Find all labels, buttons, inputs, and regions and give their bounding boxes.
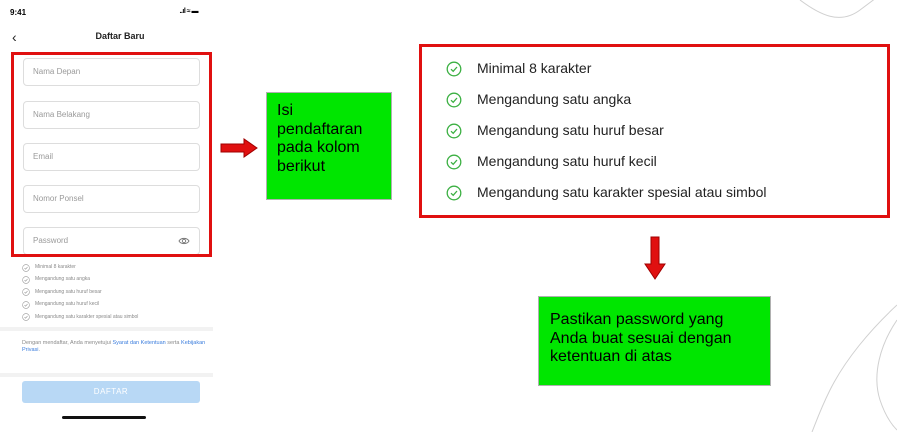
divider [0, 373, 213, 377]
rule-label: Mengandung satu karakter spesial atau si… [35, 313, 139, 320]
rule-label: Mengandung satu huruf kecil [35, 301, 100, 308]
rule-item: Mengandung satu angka [22, 273, 212, 285]
password-rules-list: Minimal 8 karakter Mengandung satu angka… [22, 261, 212, 323]
rule-label: Mengandung satu angka [477, 91, 632, 107]
arrow-down-icon [644, 236, 666, 280]
email-field[interactable]: Email [23, 143, 200, 171]
rule-item: Minimal 8 karakter [22, 261, 212, 273]
check-circle-icon [446, 123, 462, 138]
status-bar: 9:41 ..ıl ≈ ▬ [10, 8, 210, 20]
check-circle-icon [446, 185, 462, 200]
rule-item: Mengandung satu huruf kecil [22, 298, 212, 310]
rule-item-zoomed: Mengandung satu huruf besar [446, 115, 876, 146]
home-indicator [62, 416, 146, 419]
terms-suffix: . [38, 347, 41, 353]
check-circle-icon [446, 61, 462, 76]
back-chevron-icon[interactable]: ‹ [12, 29, 17, 45]
password-rules-zoomed: Minimal 8 karakter Mengandung satu angka… [446, 53, 876, 208]
form-instruction-note: Isi pendaftaran pada kolom berikut [266, 92, 392, 200]
form-highlight-box [11, 52, 212, 257]
status-time: 9:41 [10, 8, 27, 17]
rule-item-zoomed: Mengandung satu huruf kecil [446, 146, 876, 177]
check-circle-icon [22, 263, 30, 272]
eye-icon[interactable] [178, 235, 190, 247]
terms-link[interactable]: Syarat dan Ketentuan [112, 340, 166, 346]
password-field[interactable]: Password [23, 227, 200, 255]
rule-item: Mengandung satu karakter spesial atau si… [22, 311, 212, 323]
rule-item-zoomed: Mengandung satu angka [446, 84, 876, 115]
register-button[interactable]: DAFTAR [22, 381, 200, 403]
check-circle-icon [22, 288, 30, 296]
rule-label: Mengandung satu huruf besar [35, 288, 102, 295]
phone-screen: 9:41 ..ıl ≈ ▬ ‹ Daftar Baru Nama Depan N… [0, 0, 213, 432]
first-name-placeholder: Nama Depan [33, 67, 81, 76]
rule-label: Mengandung satu huruf kecil [477, 153, 657, 169]
check-circle-icon [22, 313, 30, 321]
first-name-field[interactable]: Nama Depan [23, 58, 200, 86]
check-circle-icon [446, 92, 462, 107]
check-circle-icon [22, 276, 30, 284]
check-circle-icon [22, 300, 30, 309]
rule-label: Mengandung satu huruf besar [477, 122, 664, 138]
last-name-field[interactable]: Nama Belakang [23, 101, 200, 129]
phone-number-field[interactable]: Nomor Ponsel [23, 185, 200, 213]
app-header: ‹ Daftar Baru [0, 28, 213, 48]
rule-label: Minimal 8 karakter [35, 264, 76, 270]
rule-item: Mengandung satu huruf besar [22, 286, 212, 298]
rule-item-zoomed: Minimal 8 karakter [446, 53, 876, 84]
password-placeholder: Password [33, 236, 69, 245]
terms-text: Dengan mendaftar, Anda menyetujui Syarat… [22, 340, 207, 354]
check-circle-icon [446, 154, 462, 169]
last-name-placeholder: Nama Belakang [33, 110, 90, 119]
arrow-right-icon [220, 138, 258, 158]
rule-label: Mengandung satu angka [35, 276, 91, 283]
phone-number-placeholder: Nomor Ponsel [33, 194, 84, 203]
terms-middle: serta [165, 340, 182, 346]
rule-item-zoomed: Mengandung satu karakter spesial atau si… [446, 177, 876, 208]
email-placeholder: Email [33, 152, 54, 161]
divider [0, 327, 213, 331]
password-instruction-note: Pastikan password yang Anda buat sesuai … [538, 296, 771, 386]
terms-prefix: Dengan mendaftar, Anda menyetujui [22, 340, 113, 346]
rule-label: Mengandung satu karakter spesial atau si… [477, 184, 767, 200]
page-title: Daftar Baru [95, 31, 145, 41]
privacy-link[interactable]: Kebijakan Privasi [22, 340, 206, 353]
rules-highlight-box [419, 44, 890, 218]
rule-label: Minimal 8 karakter [477, 60, 592, 76]
status-indicators: ..ıl ≈ ▬ [179, 8, 198, 15]
